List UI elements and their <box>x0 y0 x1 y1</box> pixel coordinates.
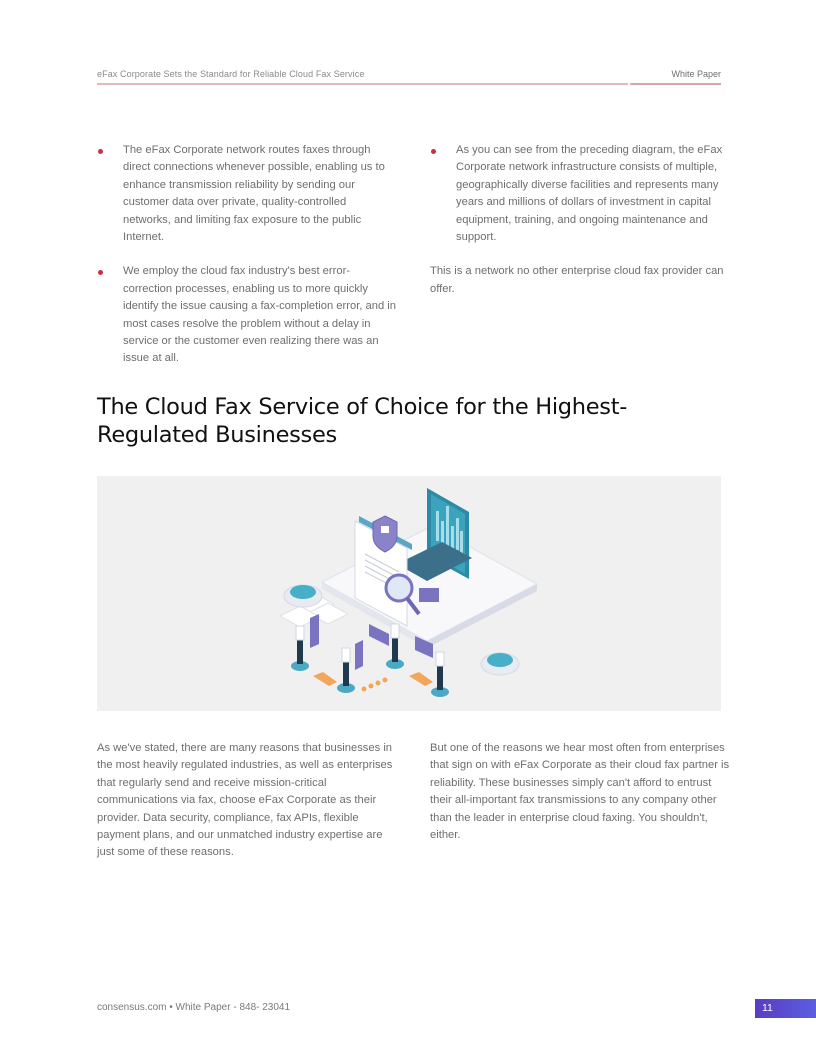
page-number-badge: 11 <box>755 999 816 1018</box>
section-heading: The Cloud Fax Service of Choice for the … <box>97 394 628 448</box>
header-title: eFax Corporate Sets the Standard for Rel… <box>97 69 365 79</box>
header-divider-accent <box>631 83 721 85</box>
right-body-column: But one of the reasons we hear most ofte… <box>430 740 730 844</box>
bullet-text: The eFax Corporate network routes faxes … <box>123 144 385 244</box>
bullet-item: As you can see from the preceding diagra… <box>430 142 730 246</box>
illustration-figure <box>97 476 721 711</box>
bullet-item: The eFax Corporate network routes faxes … <box>97 142 397 246</box>
bullet-dot-icon <box>98 149 103 154</box>
reasons-paragraph: As we've stated, there are many reasons … <box>97 742 393 859</box>
bullet-dot-icon <box>431 149 436 154</box>
page-header: eFax Corporate Sets the Standard for Rel… <box>97 68 721 86</box>
bullet-text: As you can see from the preceding diagra… <box>456 144 723 244</box>
bullet-dot-icon <box>98 270 103 276</box>
header-divider-gap <box>628 82 630 86</box>
header-doc-type: White Paper <box>671 69 721 79</box>
isometric-illustration-icon <box>278 488 539 697</box>
network-statement: This is a network no other enterprise cl… <box>430 265 724 295</box>
right-bullet-list: As you can see from the preceding diagra… <box>430 142 730 298</box>
bullet-item: We employ the cloud fax industry's best … <box>97 263 397 367</box>
header-divider <box>97 83 721 85</box>
left-body-column: As we've stated, there are many reasons … <box>97 740 397 862</box>
bullet-text: We employ the cloud fax industry's best … <box>123 265 397 365</box>
reliability-paragraph: But one of the reasons we hear most ofte… <box>430 742 730 842</box>
left-bullet-list: The eFax Corporate network routes faxes … <box>97 142 397 368</box>
footer-text: consensus.com • White Paper - 848- 23041 <box>97 1002 291 1013</box>
